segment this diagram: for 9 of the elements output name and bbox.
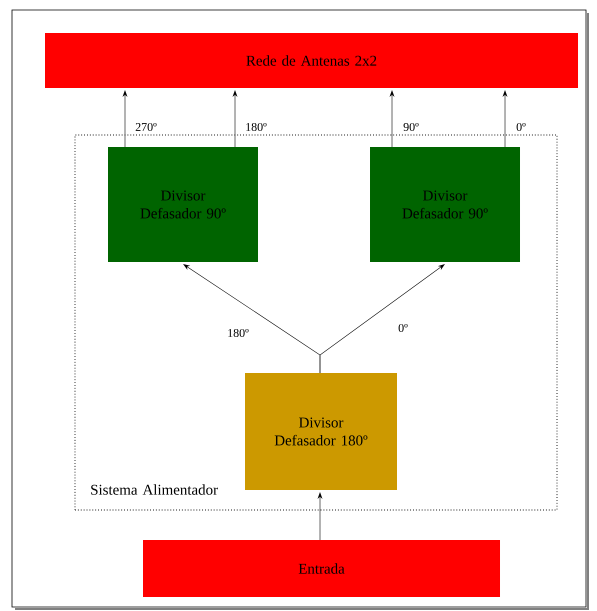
arrow bbox=[320, 264, 445, 374]
input-box: Entrada bbox=[143, 540, 500, 597]
edge-label: 0º bbox=[397, 322, 409, 334]
edge-label: 90º bbox=[402, 122, 420, 132]
edge-label: 0º bbox=[515, 122, 527, 132]
edge-label: 180º bbox=[244, 122, 268, 132]
edge-label: 270º bbox=[134, 122, 158, 132]
edge-label: 180º bbox=[226, 328, 250, 338]
antenna-array-box: Rede de Antenas 2x2 bbox=[45, 33, 578, 88]
